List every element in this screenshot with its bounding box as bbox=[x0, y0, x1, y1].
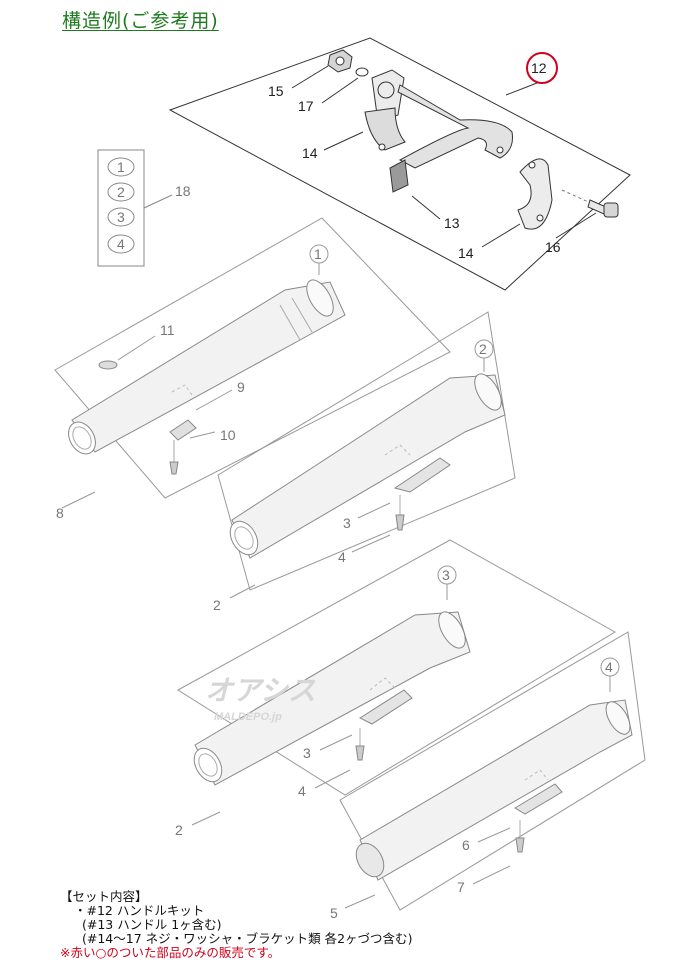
page-title: 構造例(ご参考用) bbox=[62, 10, 219, 32]
callout-4: 4 bbox=[338, 549, 346, 565]
callout-12: 12 bbox=[531, 60, 547, 76]
part-13-handle bbox=[389, 84, 513, 193]
pipe-1-panel bbox=[54, 217, 451, 509]
callout-4b: 4 bbox=[298, 783, 306, 799]
part-4b-screw bbox=[355, 745, 365, 761]
pipe-4-panel bbox=[339, 631, 646, 911]
callout-1: 1 bbox=[314, 246, 322, 262]
callout-14-top: 14 bbox=[302, 145, 318, 161]
pipe-3-panel bbox=[177, 539, 616, 826]
part-6-clip bbox=[514, 783, 563, 815]
part-17-washer bbox=[355, 67, 369, 77]
legend-2: 2 bbox=[117, 184, 125, 200]
callout-2c: 2 bbox=[175, 822, 183, 838]
set-contents-notes: 【セット内容】 ・#12 ハンドルキット (#13 ハンドル 1ヶ含む) (#1… bbox=[60, 890, 412, 960]
callout-3-top: 3 bbox=[442, 567, 450, 583]
part-14-bracket-bottom bbox=[517, 158, 553, 230]
callout-11: 11 bbox=[160, 322, 175, 338]
watermark-url: MALDEPO.jp bbox=[214, 711, 282, 723]
sales-note: ※赤い○のついた部品のみの販売です。 bbox=[60, 945, 281, 960]
callout-3b: 3 bbox=[303, 745, 311, 761]
part-14-bracket-top bbox=[364, 69, 406, 151]
part-10-screw bbox=[169, 461, 179, 475]
callout-4-top: 4 bbox=[605, 659, 613, 675]
part-3-clip bbox=[393, 457, 451, 493]
legend-3: 3 bbox=[117, 209, 125, 225]
set-contents-line-3: (#14〜17 ネジ・ワッシャ・ブラケット類 各2ヶづつ含む) bbox=[82, 931, 413, 946]
part-9-clip bbox=[169, 419, 197, 441]
callout-2b: 2 bbox=[213, 597, 221, 613]
pipe-2-panel bbox=[217, 311, 516, 599]
pipe-4 bbox=[355, 699, 633, 881]
callout-6: 6 bbox=[462, 837, 470, 853]
pipe-2 bbox=[229, 373, 506, 559]
callout-14-bottom: 14 bbox=[458, 245, 474, 261]
set-contents-heading: 【セット内容】 bbox=[60, 889, 148, 904]
part-16-bolt bbox=[561, 189, 619, 218]
callout-9: 9 bbox=[237, 379, 245, 395]
callout-10: 10 bbox=[220, 427, 236, 443]
legend-1: 1 bbox=[117, 159, 125, 175]
legend-4: 4 bbox=[117, 236, 125, 252]
callout-2: 2 bbox=[479, 341, 487, 357]
part-15-nut bbox=[327, 49, 353, 73]
set-contents-line-1: ・#12 ハンドルキット bbox=[74, 903, 205, 918]
pipe-3 bbox=[193, 611, 471, 786]
part-11-label-plate bbox=[98, 360, 118, 370]
callout-3: 3 bbox=[343, 515, 351, 531]
part-7-screw bbox=[515, 837, 525, 853]
pipe-1 bbox=[68, 279, 346, 475]
part-12-highlight-circle bbox=[526, 52, 558, 84]
handle-kit-panel bbox=[168, 37, 631, 291]
callout-18: 18 bbox=[175, 183, 191, 199]
part-3b-clip bbox=[358, 689, 413, 725]
callout-15: 15 bbox=[268, 83, 284, 99]
callout-8: 8 bbox=[56, 505, 64, 521]
part-4-screw bbox=[395, 514, 405, 531]
callout-7: 7 bbox=[457, 879, 465, 895]
callout-16: 16 bbox=[545, 239, 561, 255]
callout-5: 5 bbox=[330, 905, 338, 921]
watermark-logo: オアシス bbox=[205, 675, 316, 706]
callout-17: 17 bbox=[298, 98, 314, 114]
callout-13: 13 bbox=[444, 215, 460, 231]
set-contents-line-2: (#13 ハンドル 1ヶ含む) bbox=[82, 917, 222, 932]
pipe-set-legend bbox=[97, 149, 173, 267]
